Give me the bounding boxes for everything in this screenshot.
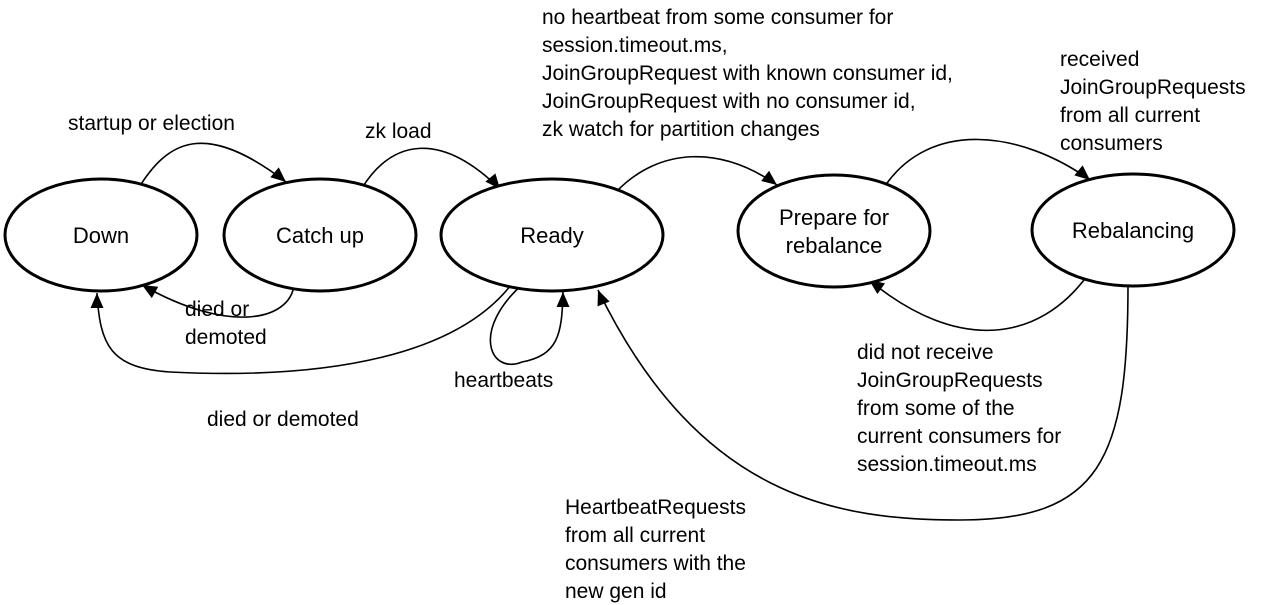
edge-label-ready-prepare: no heartbeat from some consumer for sessi… [542, 6, 953, 141]
edge-died-ready-line [96, 280, 515, 375]
edge-died-ready [90, 280, 515, 375]
edge-label-line: from all current [565, 524, 705, 547]
edge-label-line: heartbeats [454, 369, 553, 392]
state-node-catchup: Catch up [222, 177, 418, 293]
edge-startup [137, 142, 287, 190]
edge-prepare-rebalancing-arrowhead [1074, 165, 1090, 180]
state-node-label-line: Ready [520, 223, 584, 248]
edge-label-line: JoinGroupRequests [857, 369, 1043, 392]
edge-label-line: from all current [1060, 104, 1200, 127]
edge-died-catchup-arrowhead [142, 285, 159, 299]
edge-died-ready-arrowhead [90, 293, 104, 308]
state-node-label-line: Down [73, 223, 129, 248]
edge-ready-prepare-arrowhead [761, 170, 777, 185]
edge-died-catchup-line [141, 284, 295, 318]
edge-label-line: HeartbeatRequests [565, 496, 746, 519]
edge-label-line: startup or election [68, 112, 235, 135]
edge-rebalancing-prepare [868, 275, 1088, 332]
state-node-label-line: rebalance [786, 233, 883, 258]
edge-label-line: no heartbeat from some consumer for [542, 6, 893, 29]
state-node-ready: Ready [439, 177, 665, 293]
edge-label-startup: startup or election [68, 112, 235, 135]
edge-zkload-line [361, 147, 501, 190]
edge-prepare-rebalancing [884, 138, 1091, 187]
edge-ready-prepare [617, 155, 778, 191]
state-node-catchup-label: Catch up [276, 223, 364, 248]
edge-label-line: JoinGroupRequests [1060, 76, 1246, 99]
edge-label-rebalancing-ready: HeartbeatRequests from all current consume… [565, 496, 746, 603]
edge-label-line: new gen id [565, 580, 667, 603]
edge-rebalancing-prepare-line [868, 275, 1088, 332]
state-node-ready-ellipse [439, 177, 665, 293]
edge-label-line: consumers [1060, 132, 1163, 155]
edge-heartbeats-line [489, 282, 564, 365]
state-node-rebalancing: Rebalancing [1030, 172, 1236, 288]
edge-label-line: received [1060, 48, 1139, 71]
state-node-down: Down [3, 177, 199, 293]
edge-label-zkload: zk load [365, 120, 432, 143]
state-node-label-line: Rebalancing [1072, 218, 1194, 243]
edge-label-line: died or [185, 298, 249, 321]
edge-label-died-catchup: died or demoted [185, 298, 267, 349]
edge-label-line: JoinGroupRequest with known consumer id, [542, 62, 953, 85]
edge-heartbeats [489, 282, 570, 365]
edge-label-line: session.timeout.ms [857, 453, 1037, 476]
edge-label-line: session.timeout.ms, [542, 34, 728, 57]
edges-layer [90, 138, 1129, 521]
state-node-label-line: Catch up [276, 223, 364, 248]
edge-ready-prepare-line [617, 155, 778, 191]
edge-label-line: consumers with the [565, 552, 746, 575]
edge-label-line: zk load [365, 120, 432, 143]
edge-died-catchup [141, 284, 295, 318]
state-node-down-ellipse [3, 177, 199, 293]
state-node-rebalancing-ellipse [1030, 172, 1236, 288]
state-node-label-line: Prepare for [779, 205, 889, 230]
edge-startup-line [137, 142, 287, 190]
edge-label-line: from some of the [857, 397, 1015, 420]
edge-label-died-ready: died or demoted [207, 408, 359, 431]
state-node-rebalancing-label: Rebalancing [1072, 218, 1194, 243]
state-node-catchup-ellipse [222, 177, 418, 293]
state-node-prepare: Prepare for rebalance [736, 173, 932, 289]
edge-label-heartbeats: heartbeats [454, 369, 553, 392]
edge-zkload [361, 147, 501, 190]
edge-rebalancing-ready-line [597, 284, 1129, 521]
edge-label-line: current consumers for [857, 425, 1061, 448]
state-node-prepare-label: Prepare for rebalance [779, 205, 889, 258]
edge-label-line: did not receive [857, 341, 994, 364]
state-node-down-label: Down [73, 223, 129, 248]
nodes-layer: Down Catch up Ready Prepare for rebalance Reb… [3, 172, 1236, 293]
state-node-prepare-ellipse [736, 173, 932, 289]
state-node-ready-label: Ready [520, 223, 584, 248]
edge-rebalancing-ready [597, 284, 1129, 521]
edge-startup-arrowhead [270, 167, 286, 182]
edge-label-line: died or demoted [207, 408, 359, 431]
edge-prepare-rebalancing-line [884, 138, 1091, 187]
edge-label-line: zk watch for partition changes [542, 118, 820, 141]
edge-label-line: demoted [185, 326, 267, 349]
edge-label-line: JoinGroupRequest with no consumer id, [542, 90, 916, 113]
edge-labels-layer: startup or election zk load died or demoted… [68, 6, 1246, 603]
edge-rebalancing-ready-arrowhead [597, 290, 610, 307]
edge-heartbeats-arrowhead [556, 292, 570, 307]
